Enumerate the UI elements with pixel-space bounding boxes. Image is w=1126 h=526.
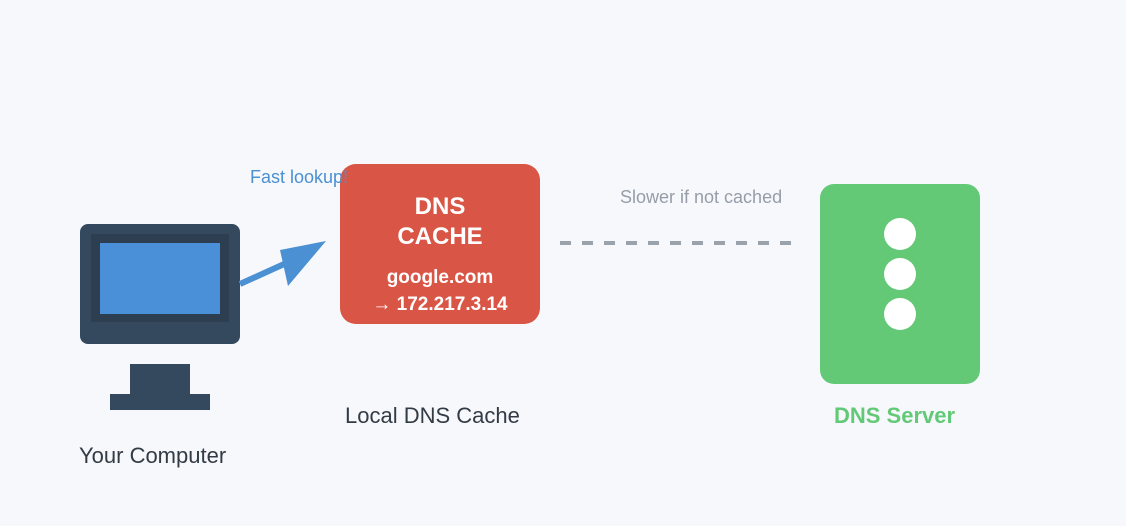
monitor-screen bbox=[100, 243, 220, 314]
server-label: DNS Server bbox=[834, 403, 956, 428]
cache-entry: google.com → 172.217.3.14 bbox=[340, 264, 540, 318]
dns-cache-box: DNS CACHE google.com → 172.217.3.14 bbox=[340, 164, 540, 324]
server-led-3 bbox=[884, 298, 916, 330]
server-led-1 bbox=[884, 218, 916, 250]
cache-title-line1: DNS bbox=[414, 193, 466, 220]
computer-monitor-icon bbox=[80, 224, 240, 410]
cache-entry-ip: → 172.217.3.14 bbox=[372, 294, 508, 315]
computer-label: Your Computer bbox=[79, 443, 227, 468]
cache-label: Local DNS Cache bbox=[345, 403, 520, 428]
fast-lookup-arrow bbox=[238, 241, 326, 287]
monitor-stand bbox=[130, 364, 190, 396]
server-led-2 bbox=[884, 258, 916, 290]
cache-entry-domain: google.com bbox=[386, 267, 494, 288]
fast-arrow-head bbox=[280, 241, 326, 286]
cache-title: DNS CACHE bbox=[340, 192, 540, 252]
slow-connection-label: Slower if not cached bbox=[620, 187, 783, 207]
monitor-base bbox=[110, 394, 210, 410]
server-rack-icon bbox=[820, 184, 980, 384]
fast-lookup-label: Fast lookup! bbox=[250, 167, 349, 187]
cache-title-line2: CACHE bbox=[397, 223, 483, 250]
